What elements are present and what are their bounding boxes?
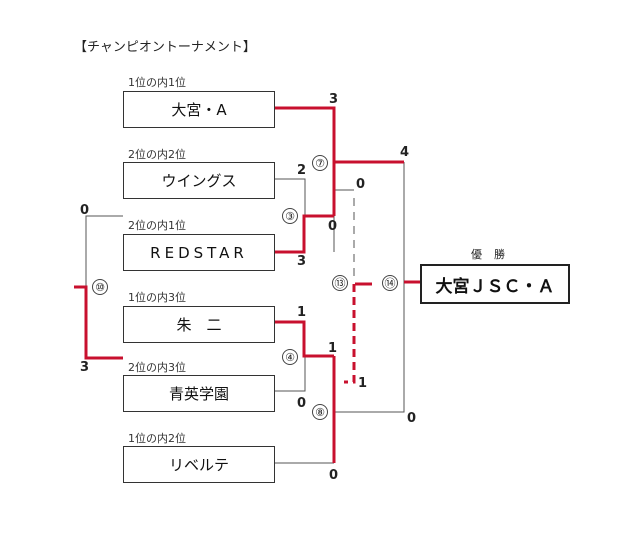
match-number: ⑭	[382, 275, 398, 291]
champion-box: 大宮ＪＳＣ・Ａ	[420, 264, 570, 304]
match10-win-line	[74, 285, 123, 360]
page-title: 【チャンピオントーナメント】	[74, 40, 256, 55]
match-number: ④	[282, 349, 298, 365]
score: 0	[407, 411, 417, 426]
champion-label: 優勝	[471, 248, 517, 261]
match10-line-upper	[85, 215, 123, 287]
score: 1	[358, 376, 368, 391]
score: 3	[80, 360, 90, 375]
match-number: ③	[282, 208, 298, 224]
seed-label: 1位の内1位	[128, 76, 186, 89]
team-box: 朱 二	[123, 306, 275, 343]
score: 0	[356, 177, 366, 192]
score: 1	[297, 305, 307, 320]
score: 2	[297, 163, 307, 178]
match-number: ⑦	[312, 155, 328, 171]
score: 0	[328, 219, 338, 234]
team-box: リベルテ	[123, 446, 275, 483]
team-box: 青英学園	[123, 375, 275, 412]
score: 3	[297, 254, 307, 269]
seed-label: 2位の内2位	[128, 148, 186, 161]
score: 0	[297, 396, 307, 411]
seed-label: 2位の内3位	[128, 361, 186, 374]
match4-win-path	[274, 320, 334, 358]
seed-label: 2位の内1位	[128, 219, 186, 232]
team-box: REDSTAR	[123, 234, 275, 271]
match-number: ⑧	[312, 404, 328, 420]
match-number: ⑩	[92, 279, 108, 295]
score: 3	[329, 92, 339, 107]
match7-win-line	[274, 106, 404, 164]
score: 1	[328, 341, 338, 356]
match14-line-lower	[334, 162, 405, 413]
score: 0	[329, 468, 339, 483]
seed-label: 1位の内3位	[128, 291, 186, 304]
match13-dash-red	[344, 284, 356, 384]
score: 0	[80, 203, 90, 218]
team-box: 大宮・A	[123, 91, 275, 128]
match-number: ⑬	[332, 275, 348, 291]
seed-label: 1位の内2位	[128, 432, 186, 445]
match3-win-path	[274, 214, 334, 254]
score: 4	[400, 145, 410, 160]
team-box: ウイングス	[123, 162, 275, 199]
